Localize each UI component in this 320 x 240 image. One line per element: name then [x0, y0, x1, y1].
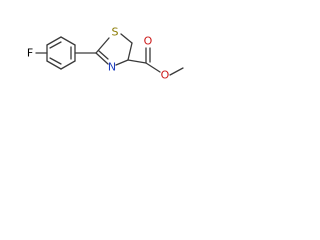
bond-c2-s: [95, 37, 110, 54]
bond-n-c2: [95, 52, 109, 65]
thiazoline-ring: [95, 33, 133, 66]
fluorine-atom-label: F: [27, 47, 33, 60]
fluorophenyl-ring: [46, 36, 76, 70]
bond-ring-5: [46, 60, 62, 70]
bond-n-c2-double: [98, 50, 109, 60]
methyl-ester-group: [127, 47, 184, 76]
bond-c4-n: [115, 59, 129, 66]
sulfur-atom-label: S: [112, 26, 119, 39]
bond-ring-2: [60, 36, 76, 46]
molecule-structure-diagram: F S N O O: [27, 26, 184, 82]
nitrogen-atom-label: N: [108, 61, 116, 74]
ester-oxygen-label: O: [161, 69, 170, 82]
carbonyl-oxygen-label: O: [144, 35, 153, 48]
bond-ring-4: [60, 60, 76, 70]
bond-ring-1-inner: [49, 41, 62, 49]
bond-carbonyl-ester-o: [145, 62, 161, 73]
bond-ring-1: [46, 36, 62, 46]
bond-c5-c4: [127, 42, 133, 61]
bond-ring-5-inner: [49, 57, 62, 65]
bond-c4-carbonyl: [127, 59, 147, 64]
bond-ester-o-methyl: [169, 67, 184, 76]
bond-s-c5: [120, 33, 133, 44]
